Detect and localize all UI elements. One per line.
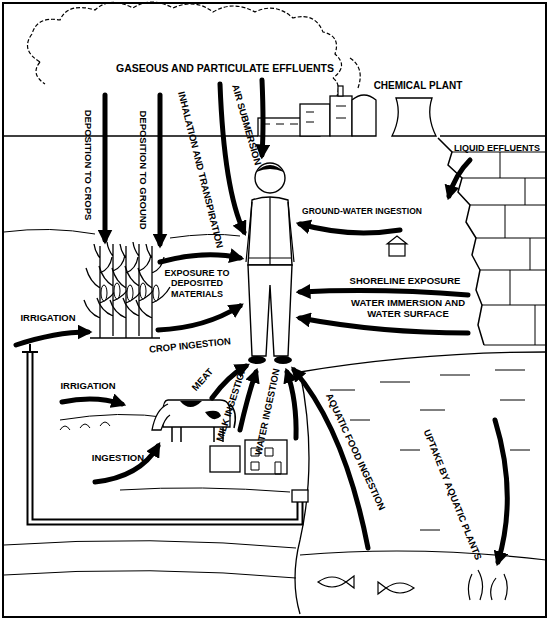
pathway-label: DEPOSITION TO CROPS (83, 110, 94, 221)
pathway-label: UPTAKE BY AQUATIC PLANTS (421, 428, 483, 561)
pathway-arrow (300, 224, 400, 233)
person-hair (256, 165, 284, 172)
pathway-arrow (495, 420, 507, 562)
person-head (255, 163, 285, 193)
plant-stack (338, 86, 343, 96)
pathway-arrow (300, 291, 468, 295)
pathway-arrow (103, 95, 108, 240)
well-house (389, 244, 405, 256)
plant-windows (262, 106, 346, 124)
pathway-label: AQUATIC FOOD INGESTION (323, 392, 387, 512)
pathway-label: INGESTION (92, 453, 144, 464)
plant-silo (352, 95, 376, 136)
water-tank (210, 446, 240, 472)
person-shoe (274, 356, 292, 364)
pathway-arrow (158, 95, 163, 244)
pathway-arrow (158, 306, 240, 330)
pathway-arrow (262, 80, 263, 155)
frame-border (3, 3, 546, 617)
pathway-arrow (95, 446, 158, 482)
pathway-label: INHALATION AND TRANSPIRATION (175, 91, 224, 250)
cooling-tower (392, 98, 436, 136)
pathway-arrow (16, 332, 88, 345)
pathway-arrow (287, 372, 296, 438)
plant-building (300, 104, 330, 136)
pathway-label: GROUND-WATER INGESTION (302, 207, 422, 217)
irrigation-pipe (30, 352, 300, 522)
fish (378, 582, 414, 594)
cow-head (152, 404, 170, 430)
sprinkler (22, 344, 38, 352)
pathway-label: AIR SUBMERSION (229, 83, 262, 166)
person-arms (246, 197, 294, 265)
corn-plant (136, 244, 170, 338)
pathway-label: MEAT (190, 367, 216, 394)
pathway-arrow (160, 255, 240, 262)
pathway-arrow (300, 318, 468, 333)
plant-building (330, 96, 352, 136)
lake-bottom (300, 551, 546, 560)
pathway-label: GASEOUS AND PARTICULATE EFFLUENTS (116, 62, 334, 74)
effluent-cloud (28, 2, 342, 78)
cliff-strata (452, 152, 546, 345)
water-surface (300, 352, 546, 372)
pump (292, 490, 308, 502)
cow-spots (180, 401, 221, 419)
pathway-label: MILK INGESTION (215, 365, 250, 443)
aquatic-plants (468, 570, 507, 600)
pathway-label: WATER IMMERSION AND WATER SURFACE (338, 298, 478, 320)
smoke-plume (36, 58, 360, 96)
well-roof (387, 236, 407, 244)
person-shoe (248, 356, 266, 364)
pathway-label: WATER INGESTION (253, 368, 282, 457)
fish (318, 576, 354, 588)
irrigation-pipe (30, 352, 300, 522)
person-legs (248, 265, 292, 356)
pathway-arrow (449, 160, 470, 196)
pathway-label: CROP INGESTION (149, 336, 232, 355)
pathway-label: LIQUID EFFLUENTS (454, 143, 540, 153)
pathway-label: EXPOSURE TO DEPOSITED MATERIALS (157, 268, 237, 299)
pathway-label: IRRIGATION (20, 313, 75, 324)
pathway-label: DEPOSITION TO GROUND (138, 110, 149, 229)
pathway-arrow (62, 399, 122, 404)
pathway-label: CHEMICAL PLANT (374, 80, 463, 92)
pathway-label: IRRIGATION (60, 381, 115, 392)
pathway-label: SHORELINE EXPOSURE (350, 276, 461, 287)
ground-contour (4, 229, 296, 578)
